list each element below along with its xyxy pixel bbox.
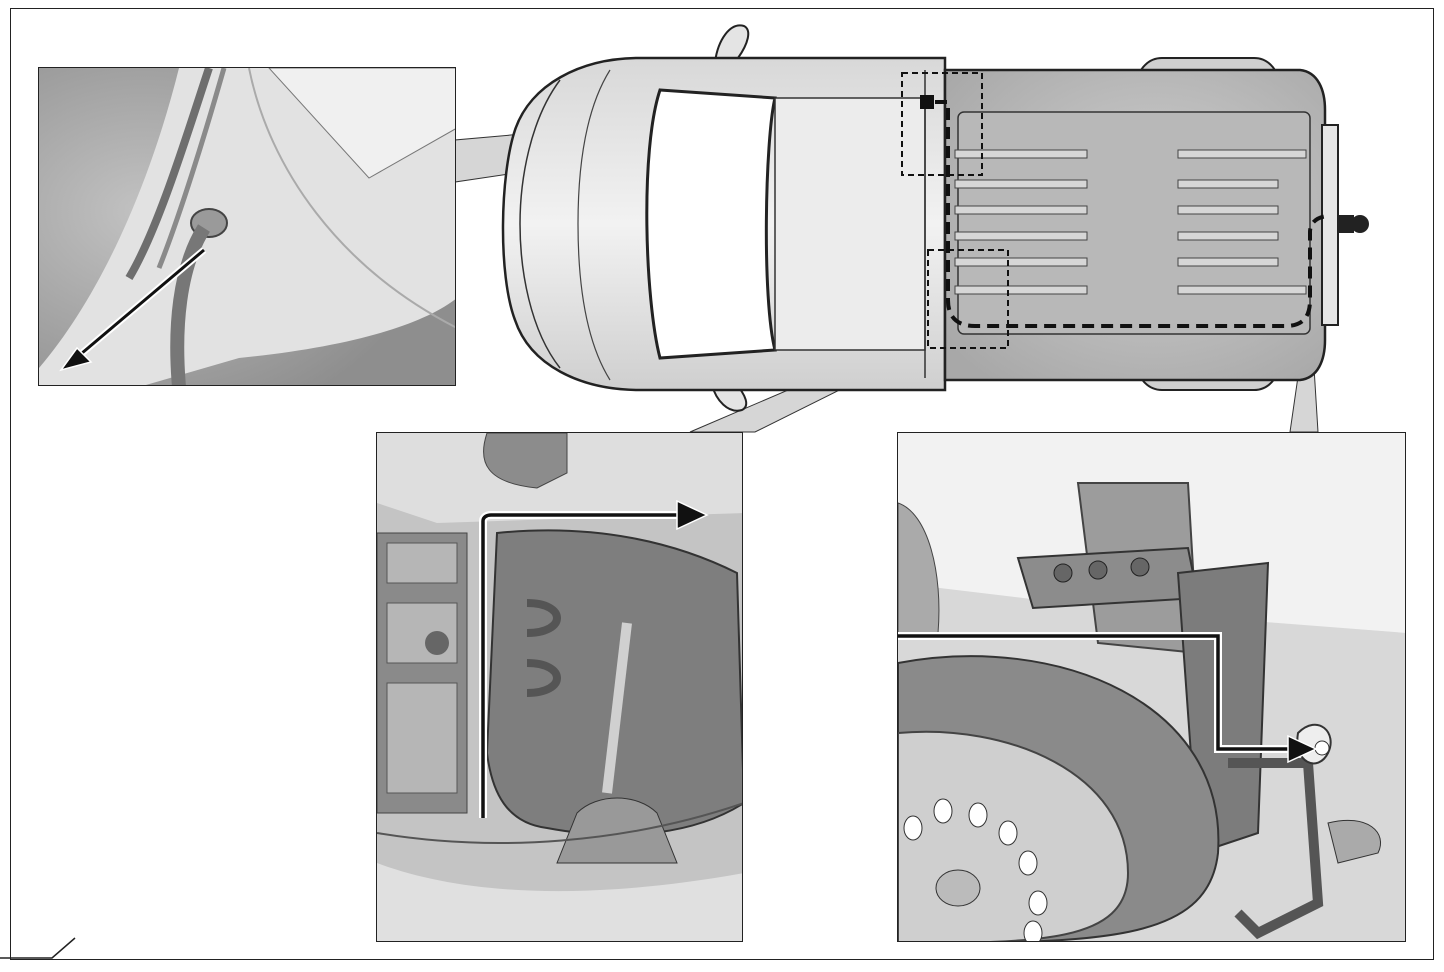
tailgate bbox=[1321, 124, 1339, 326]
cab-roof bbox=[774, 97, 926, 351]
rear-hitch-detail-art bbox=[898, 433, 1405, 941]
rear-hitch-detail-inset bbox=[897, 432, 1406, 942]
detail-box-front bbox=[901, 72, 983, 176]
cable-route-dashed bbox=[935, 100, 1331, 328]
cab-hood-line-2 bbox=[577, 69, 611, 381]
bed-ribs-left bbox=[954, 149, 1088, 295]
hitch-bar bbox=[1338, 215, 1354, 233]
connector-block bbox=[920, 95, 934, 109]
mirror-top bbox=[713, 24, 750, 64]
mid-frame-detail-inset bbox=[376, 432, 743, 942]
front-grommet-detail-art bbox=[39, 68, 455, 385]
cab-hood-line bbox=[519, 79, 561, 369]
hitch-ball bbox=[1351, 215, 1369, 233]
front-grommet-detail-inset bbox=[38, 67, 456, 386]
mid-frame-detail-art bbox=[377, 433, 742, 941]
bed-ribs-right bbox=[1177, 149, 1307, 295]
detail-box-mid bbox=[927, 249, 1009, 349]
windshield bbox=[645, 88, 777, 360]
bed-floor bbox=[957, 111, 1311, 335]
